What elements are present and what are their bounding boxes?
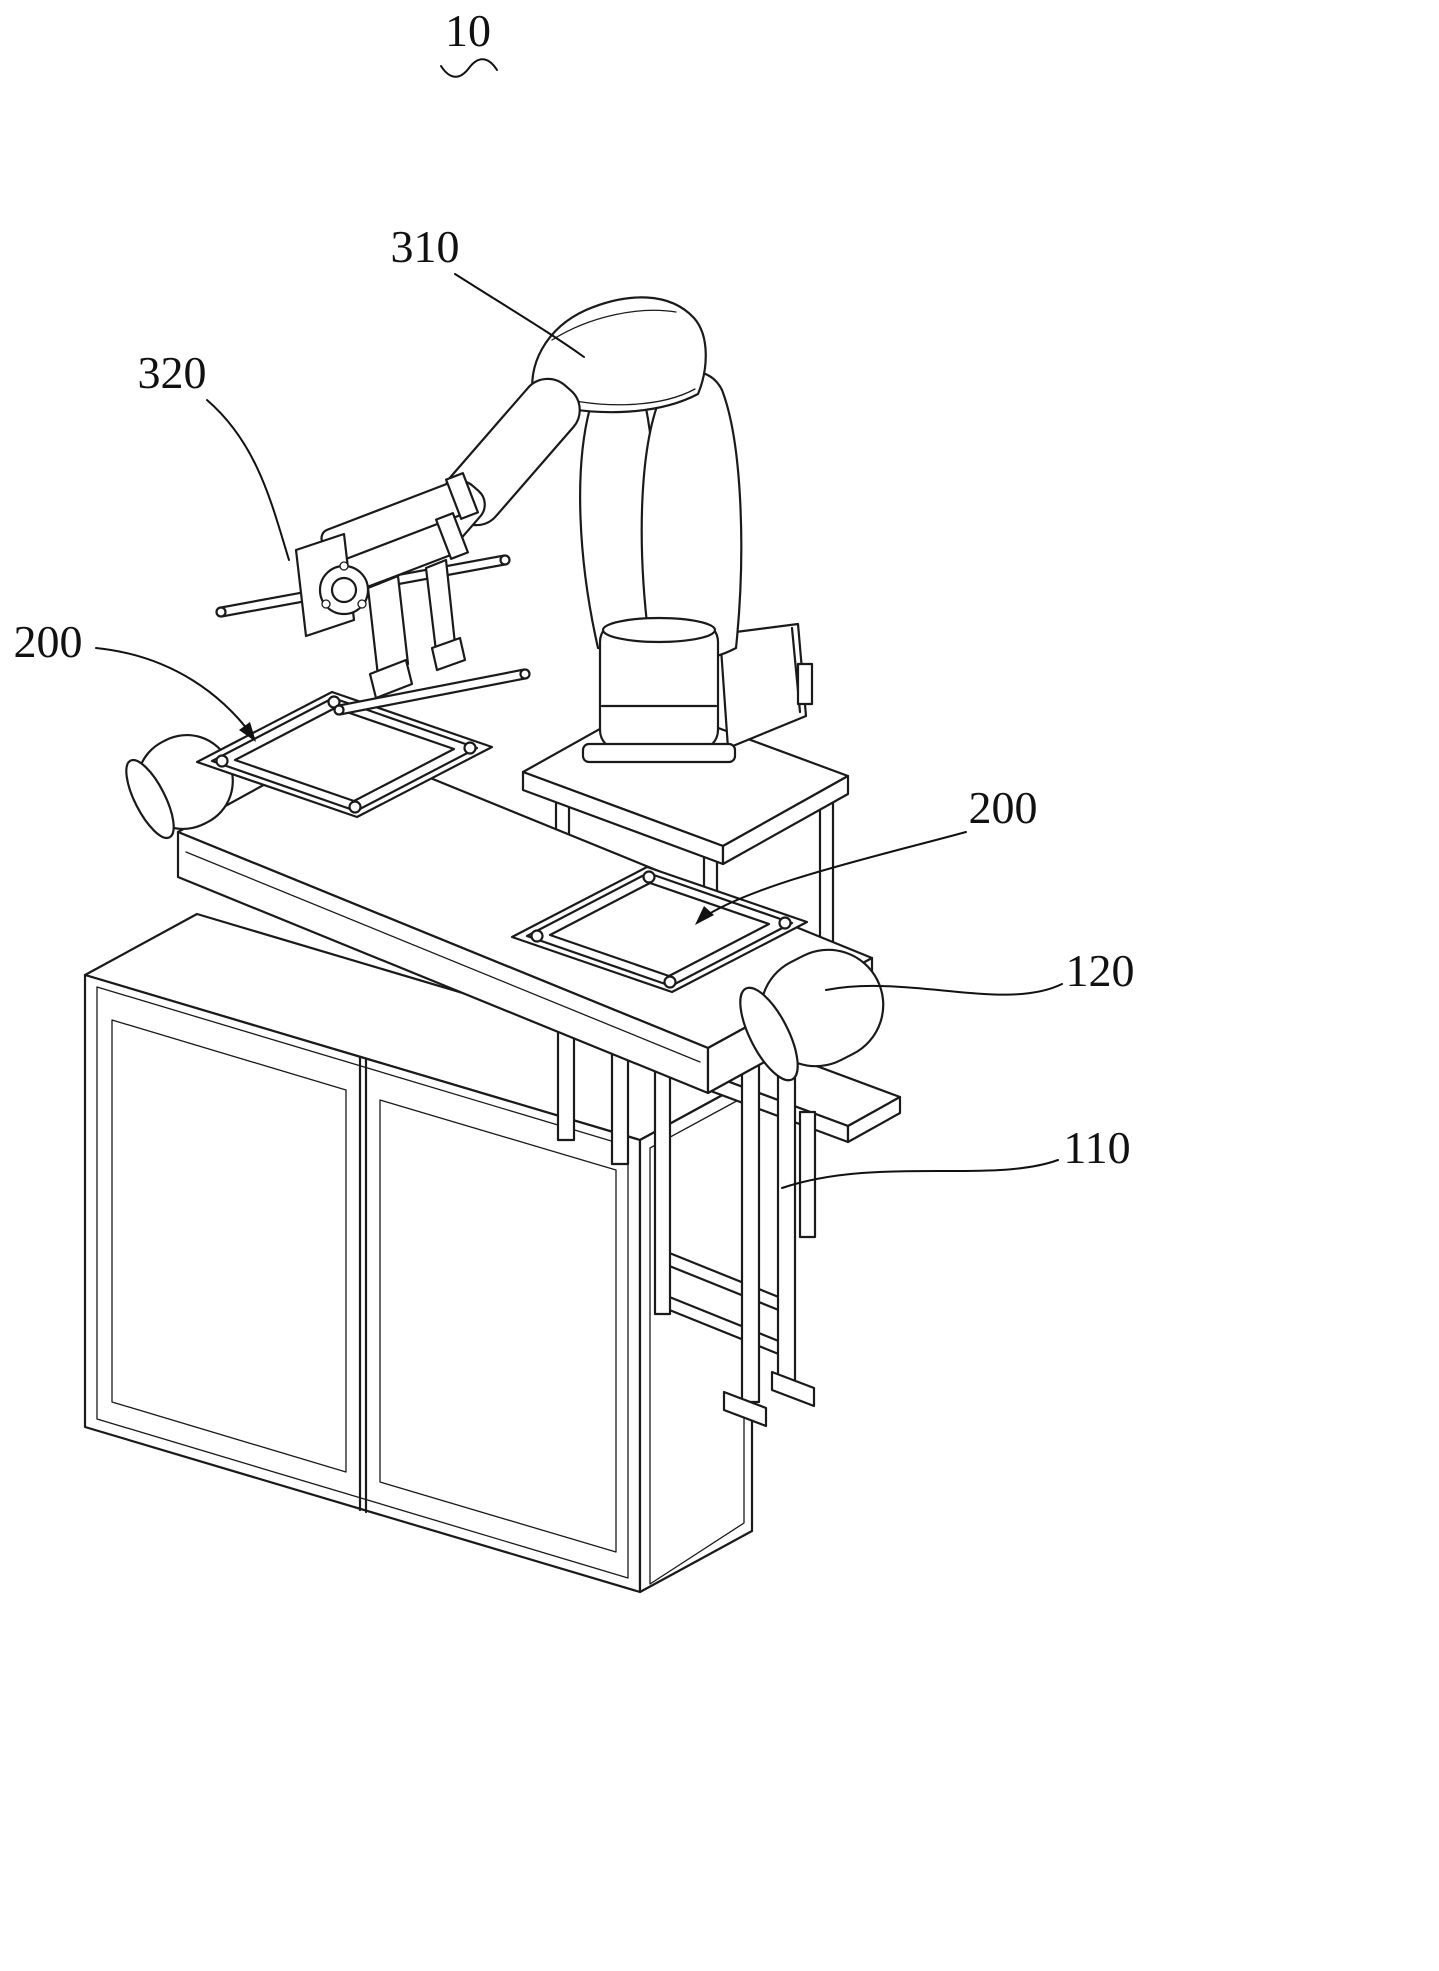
screen-frame-right xyxy=(510,865,809,994)
cabinet-door-left xyxy=(111,1019,347,1473)
arrowhead-200-left xyxy=(239,722,256,742)
cabinet-door-right xyxy=(379,1099,617,1553)
figure-number-tilde xyxy=(440,58,498,78)
frame-foot xyxy=(722,1390,768,1428)
arrowhead-200-right xyxy=(695,906,714,925)
end-effector xyxy=(215,472,531,716)
robot-base-flange xyxy=(581,742,737,764)
leader-200-right xyxy=(700,831,967,920)
ref-label-320: 320 xyxy=(138,347,207,398)
robot-head xyxy=(531,296,707,414)
screen-frame-left xyxy=(195,690,494,819)
squeegee-bar-lower xyxy=(336,668,528,716)
robot-arm xyxy=(410,296,814,764)
annotations: 10 310 320 200 200 120 110 xyxy=(14,5,1135,1189)
robot-motor-box xyxy=(718,622,808,750)
leader-320 xyxy=(206,399,290,561)
leader-110 xyxy=(781,1159,1059,1189)
ref-label-120: 120 xyxy=(1066,945,1135,996)
leader-310 xyxy=(454,273,585,358)
leader-120 xyxy=(825,983,1063,996)
robot-upper-arm xyxy=(640,370,743,661)
roller-right xyxy=(739,948,885,1082)
frame-foot xyxy=(770,1370,816,1408)
cabinet xyxy=(83,912,754,1594)
ref-label-200-right: 200 xyxy=(969,782,1038,833)
figure-number: 10 xyxy=(445,5,491,56)
ref-label-200-left: 200 xyxy=(14,616,83,667)
ref-label-110: 110 xyxy=(1063,1122,1130,1173)
ref-label-310: 310 xyxy=(391,221,460,272)
leader-200-left xyxy=(95,647,252,735)
